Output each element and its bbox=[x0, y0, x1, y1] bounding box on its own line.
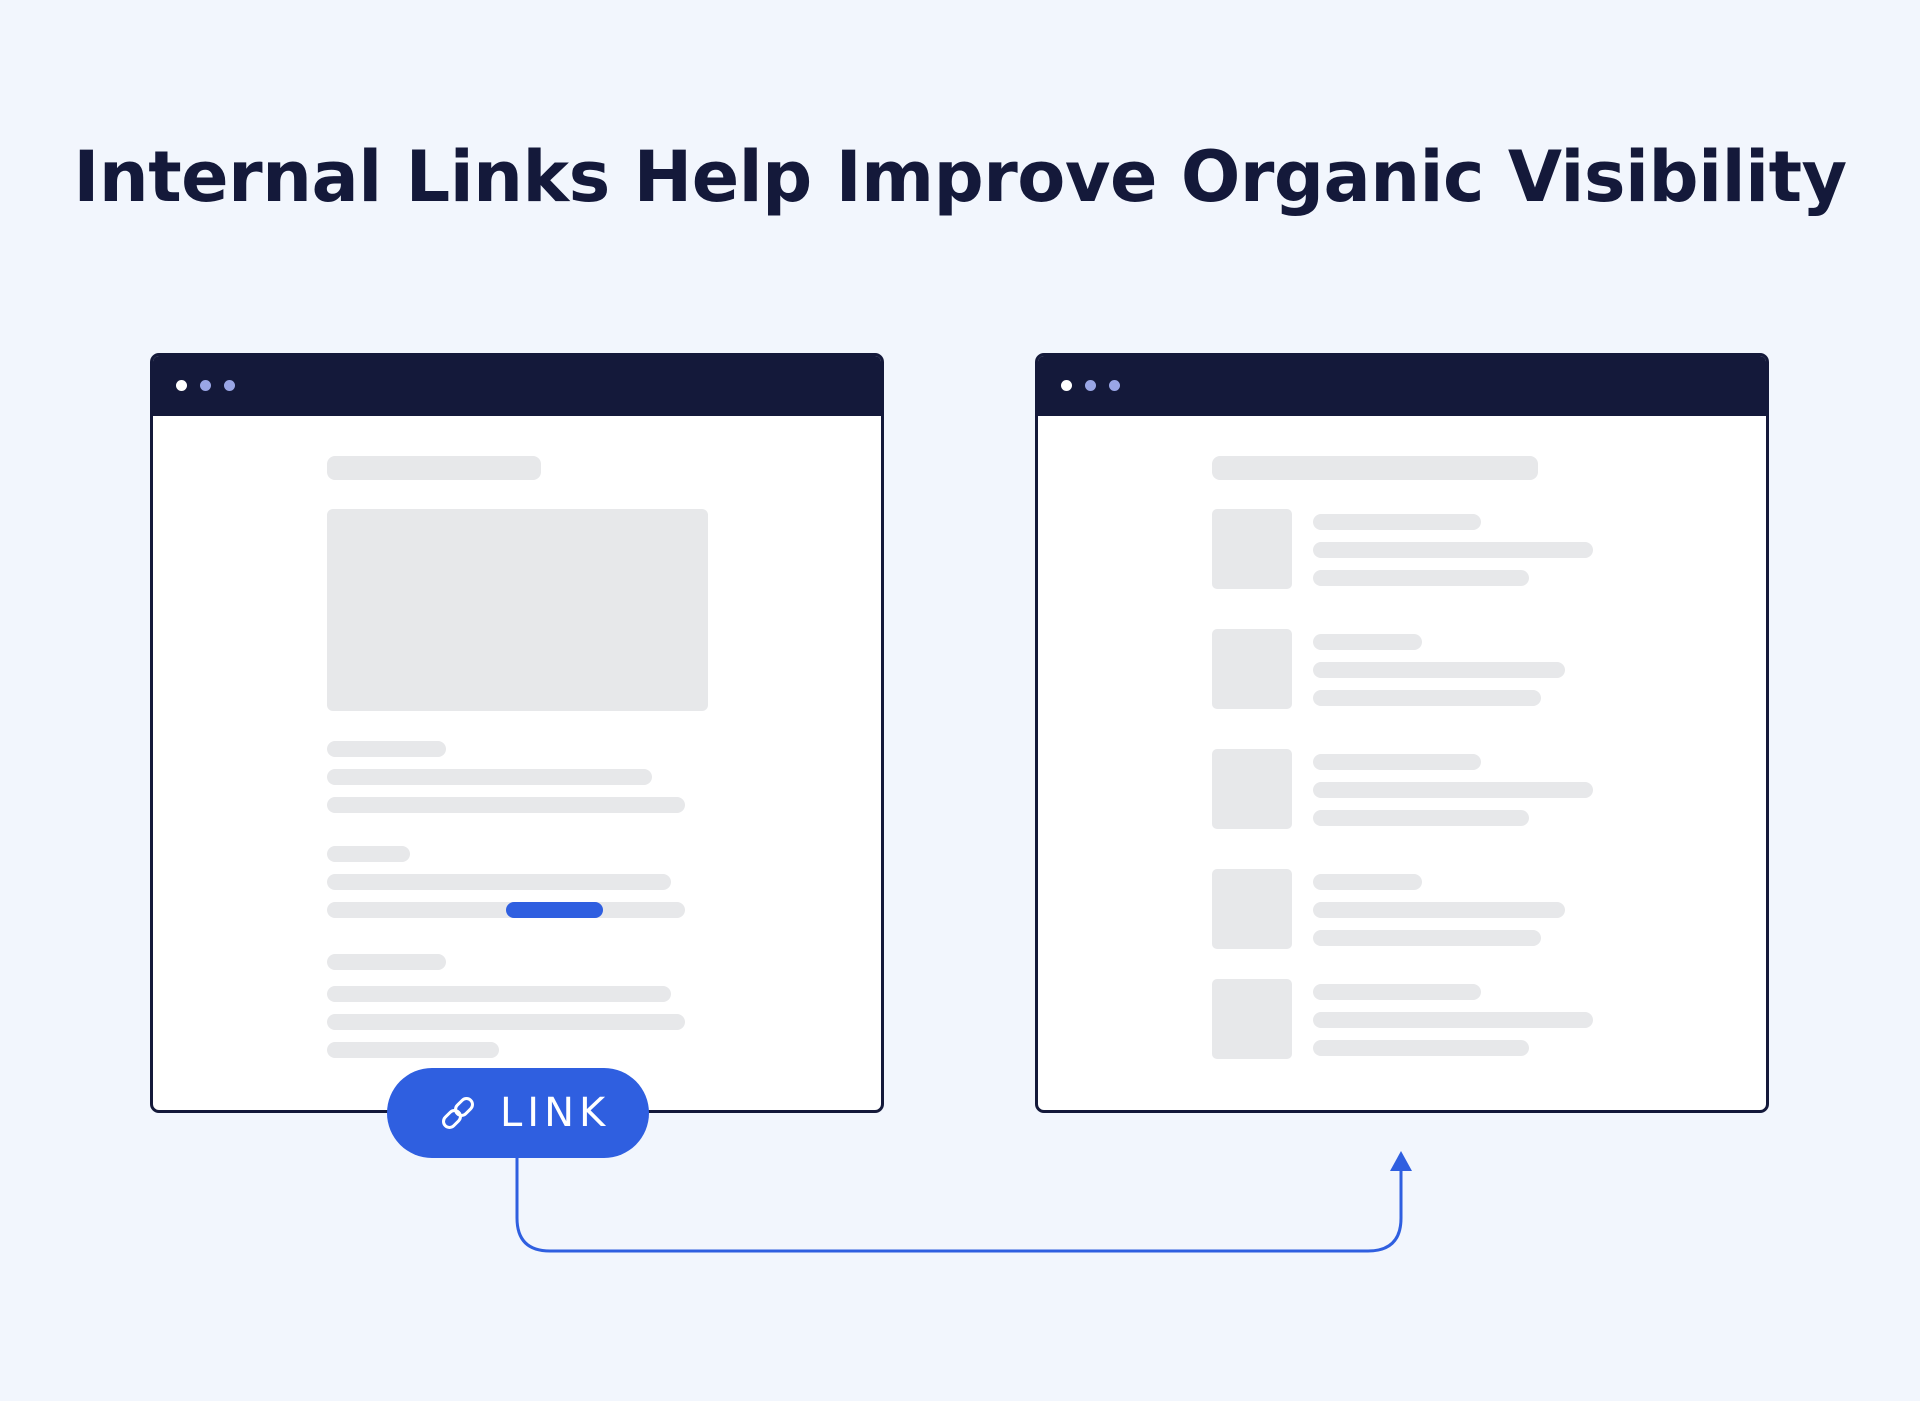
window-dot-icon bbox=[1109, 380, 1120, 391]
text-line-placeholder bbox=[327, 769, 652, 785]
page-heading-placeholder bbox=[1212, 456, 1538, 480]
list-item-thumbnail bbox=[1212, 509, 1292, 589]
text-line-placeholder bbox=[1313, 782, 1593, 798]
text-line-placeholder bbox=[1313, 1012, 1593, 1028]
text-line-placeholder bbox=[1313, 690, 1541, 706]
section-heading-placeholder bbox=[327, 846, 410, 862]
window-dot-icon bbox=[1085, 380, 1096, 391]
list-item-thumbnail bbox=[1212, 629, 1292, 709]
page-title: Internal Links Help Improve Organic Visi… bbox=[73, 136, 1847, 218]
list-item-title-placeholder bbox=[1313, 514, 1481, 530]
list-item-title-placeholder bbox=[1313, 634, 1422, 650]
window-titlebar bbox=[1038, 356, 1766, 416]
list-item-thumbnail bbox=[1212, 869, 1292, 949]
text-line-placeholder bbox=[1313, 1040, 1529, 1056]
list-item-title-placeholder bbox=[1313, 874, 1422, 890]
source-page-window bbox=[150, 353, 884, 1113]
section-heading-placeholder bbox=[327, 741, 446, 757]
text-line-placeholder bbox=[1313, 810, 1529, 826]
text-line-placeholder bbox=[327, 874, 671, 890]
arrowhead-icon bbox=[1390, 1151, 1412, 1171]
connector-line bbox=[515, 1158, 1403, 1253]
destination-page-window bbox=[1035, 353, 1769, 1113]
text-line-placeholder bbox=[327, 1042, 499, 1058]
text-line-placeholder bbox=[1313, 662, 1565, 678]
window-dot-icon bbox=[224, 380, 235, 391]
list-item-title-placeholder bbox=[1313, 984, 1481, 1000]
text-line-placeholder bbox=[327, 986, 671, 1002]
list-item-thumbnail bbox=[1212, 979, 1292, 1059]
inline-link-highlight[interactable] bbox=[506, 902, 603, 918]
page-heading-placeholder bbox=[327, 456, 541, 480]
link-icon bbox=[442, 1097, 474, 1129]
window-dot-icon bbox=[1061, 380, 1072, 391]
window-dot-icon bbox=[176, 380, 187, 391]
window-titlebar bbox=[153, 356, 881, 416]
section-heading-placeholder bbox=[327, 954, 446, 970]
text-line-placeholder bbox=[1313, 570, 1529, 586]
link-button-label: LINK bbox=[500, 1090, 611, 1136]
list-item-thumbnail bbox=[1212, 749, 1292, 829]
window-dot-icon bbox=[200, 380, 211, 391]
link-button[interactable]: LINK bbox=[387, 1068, 649, 1158]
text-line-placeholder bbox=[327, 1014, 685, 1030]
text-line-placeholder bbox=[1313, 930, 1541, 946]
text-line-placeholder bbox=[327, 797, 685, 813]
text-line-placeholder bbox=[1313, 902, 1565, 918]
text-line-placeholder bbox=[1313, 542, 1593, 558]
hero-image-placeholder bbox=[327, 509, 708, 711]
list-item-title-placeholder bbox=[1313, 754, 1481, 770]
